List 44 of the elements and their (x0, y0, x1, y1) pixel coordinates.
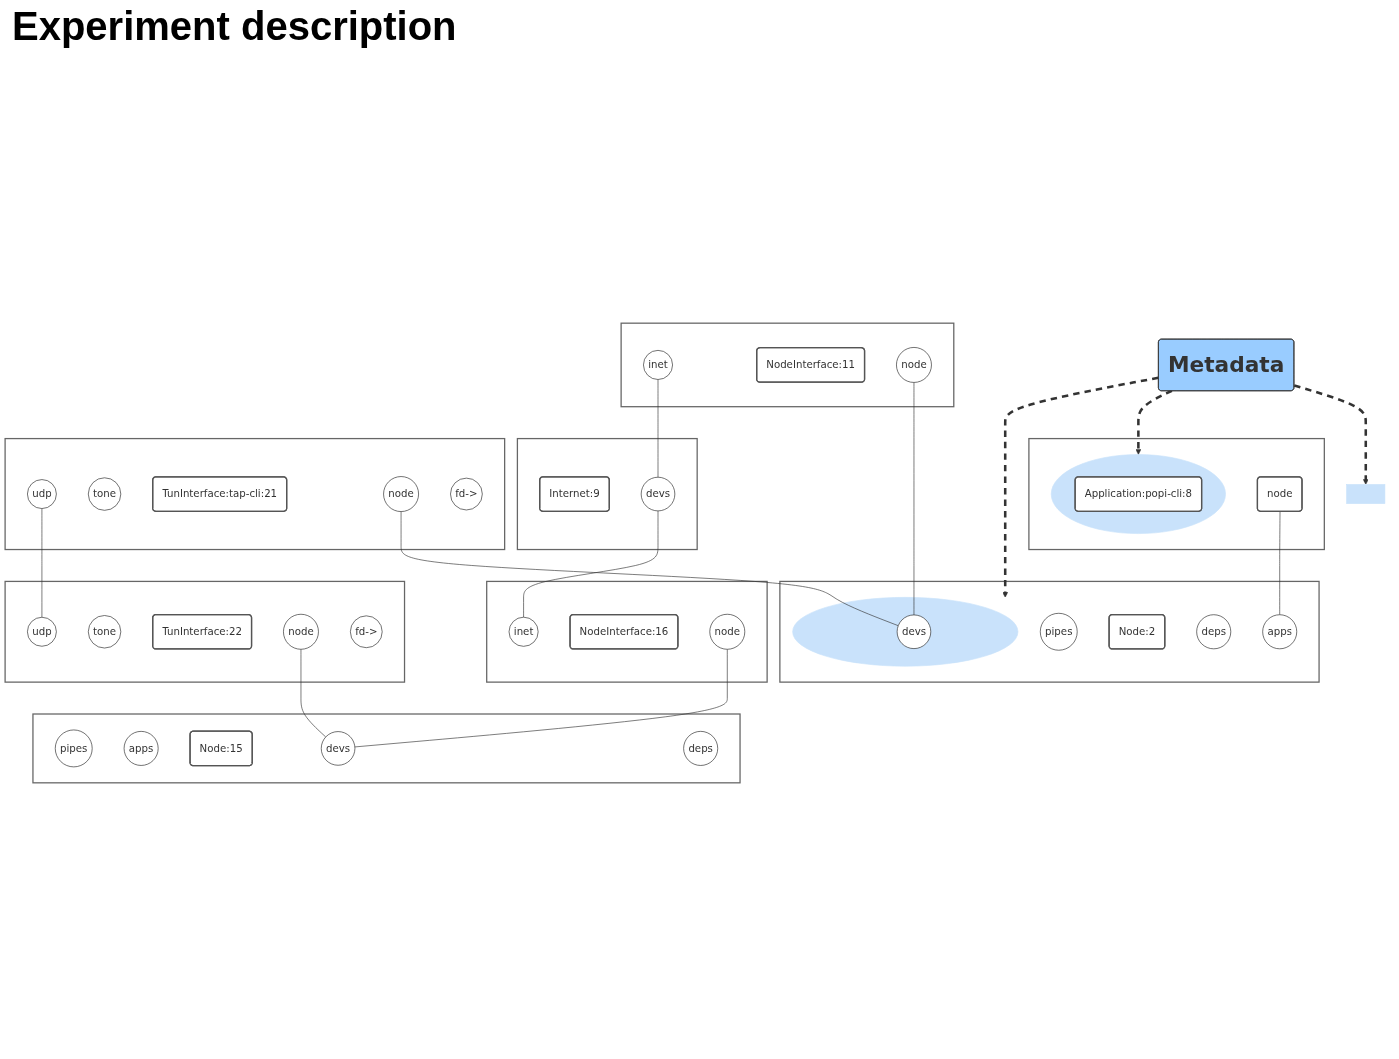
node-circle: udp (27, 616, 57, 647)
node-circle: node (383, 476, 419, 512)
connector (300, 648, 327, 738)
cluster (486, 580, 768, 683)
cluster (1050, 454, 1226, 534)
cluster (779, 580, 1320, 683)
connector (913, 382, 915, 616)
node-circle: inet (643, 350, 673, 380)
node-circle: node (709, 613, 746, 650)
node-circle: deps (683, 731, 719, 766)
cluster (516, 437, 698, 551)
node-bar (1346, 484, 1386, 504)
node-circle: fd-> (350, 615, 383, 649)
arrow (1135, 389, 1173, 455)
node-circle: apps (123, 731, 159, 766)
cluster (620, 322, 955, 408)
connector (41, 508, 43, 618)
node-circle: devs (896, 614, 932, 649)
node-circle: devs (640, 476, 676, 512)
cluster (32, 713, 741, 784)
node-circle: pipes (54, 729, 93, 768)
connector (523, 510, 659, 618)
cluster (4, 580, 406, 683)
node-circle: apps (1262, 614, 1298, 650)
node-circle: deps (1196, 614, 1232, 650)
connector (354, 648, 728, 748)
node-circle: inet (508, 616, 539, 647)
connector (1279, 511, 1281, 616)
node-circle: node (896, 347, 932, 383)
connector (657, 379, 659, 478)
node-circle: fd-> (450, 477, 483, 511)
diagram-title: Experiment description (12, 4, 458, 50)
arrow (1293, 384, 1369, 485)
node-circle: node (283, 613, 319, 650)
cluster (792, 597, 1019, 667)
cluster (1028, 437, 1325, 551)
arrow (1002, 376, 1159, 598)
node-circle: pipes (1039, 612, 1078, 651)
connector (400, 511, 899, 627)
node-circle: devs (320, 731, 356, 766)
node-circle: tone (87, 477, 122, 511)
node-circle: udp (27, 479, 57, 509)
node-circle: tone (87, 615, 122, 649)
cluster (4, 437, 506, 551)
